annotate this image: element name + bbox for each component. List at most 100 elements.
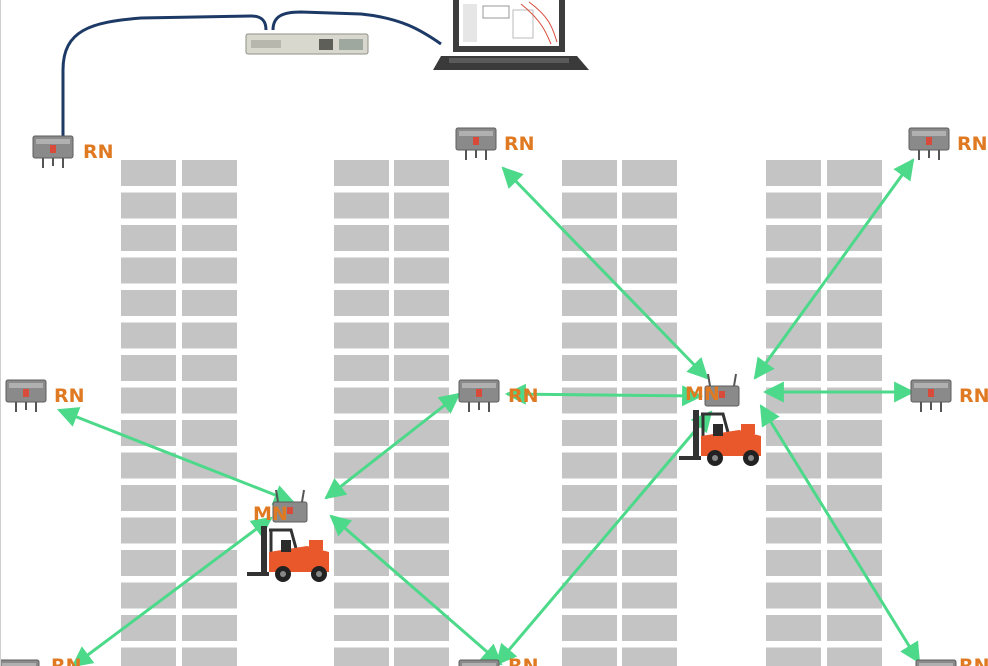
shelf-cell — [622, 290, 677, 316]
shelf-cell — [766, 160, 821, 186]
shelf-cell — [622, 257, 677, 284]
shelf-cell — [121, 420, 176, 446]
shelf-cell — [394, 322, 449, 349]
mobile-node: MN — [677, 372, 763, 468]
wireless-anchor-icon — [1, 659, 40, 666]
wireless-anchor-icon — [455, 127, 497, 161]
shelf-cell — [562, 257, 617, 284]
shelf-cell — [121, 550, 176, 576]
shelf-cell — [622, 517, 677, 544]
shelf-cell — [394, 517, 449, 544]
shelf-cell — [562, 387, 617, 414]
signal-link — [324, 392, 461, 500]
shelf-cell — [182, 192, 237, 219]
reference-node: RN — [908, 127, 988, 161]
shelf-cell — [394, 257, 449, 284]
signal-link — [329, 514, 503, 666]
shelf-cell — [562, 647, 617, 666]
shelf-cell — [562, 485, 617, 511]
shelf-cell — [334, 647, 389, 666]
shelf-cell — [121, 160, 176, 186]
shelf-cell — [622, 550, 677, 576]
shelf-cell — [766, 517, 821, 544]
reference-node-label: RN — [959, 655, 988, 666]
shelf-cell — [562, 582, 617, 609]
shelf-cell — [622, 452, 677, 479]
shelf-cell — [182, 225, 237, 251]
shelf-cell — [766, 257, 821, 284]
shelf-cell — [394, 485, 449, 511]
shelf-cell — [182, 517, 237, 544]
shelf-cell — [394, 355, 449, 381]
shelf-cell — [766, 290, 821, 316]
laptop-icon — [433, 0, 589, 70]
shelf-cell — [121, 322, 176, 349]
shelf-cell — [334, 160, 389, 186]
shelf-cell — [121, 290, 176, 316]
shelf-cell — [394, 550, 449, 576]
mobile-node-label: MN — [685, 383, 720, 405]
wireless-anchor-icon — [32, 135, 74, 169]
shelf-cell — [334, 550, 389, 576]
network-cables — [61, 10, 442, 138]
shelf-cell — [622, 647, 677, 666]
reference-node: RN — [455, 127, 535, 161]
shelf-cell — [121, 257, 176, 284]
shelf-cell — [121, 355, 176, 381]
reference-node-label: RN — [508, 655, 539, 666]
signal-link — [71, 516, 273, 666]
signal-link — [501, 166, 709, 380]
shelf-cell — [562, 290, 617, 316]
shelf-cell — [562, 160, 617, 186]
shelf-cell — [182, 160, 237, 186]
shelf-cell — [827, 160, 882, 186]
shelf-cell — [334, 192, 389, 219]
shelf-cell — [334, 355, 389, 381]
shelf-cell — [622, 225, 677, 251]
shelf-cell — [121, 192, 176, 219]
shelf-cell — [394, 192, 449, 219]
shelf-cell — [766, 355, 821, 381]
reference-node-label: RN — [54, 385, 85, 407]
shelf-cell — [334, 485, 389, 511]
shelf-cell — [334, 517, 389, 544]
shelf-cell — [182, 257, 237, 284]
wireless-anchor-icon — [5, 379, 47, 413]
shelf-cell — [182, 452, 237, 479]
shelf-cell — [394, 615, 449, 641]
reference-node-label: RN — [957, 133, 988, 155]
shelf-cell — [182, 647, 237, 666]
reference-node: RN — [910, 379, 988, 413]
mobile-node: MN — [245, 488, 331, 584]
shelf-cell — [121, 225, 176, 251]
wireless-anchor-icon — [910, 379, 952, 413]
shelf-cell — [121, 485, 176, 511]
shelf-cell — [334, 387, 389, 414]
shelf-cell — [394, 647, 449, 666]
shelf-cell — [121, 517, 176, 544]
shelf-cell — [827, 420, 882, 446]
shelf-cell — [766, 647, 821, 666]
shelf-cell — [827, 615, 882, 641]
shelf-cell — [182, 290, 237, 316]
gateway-switch — [245, 33, 369, 55]
wireless-anchor-icon — [908, 127, 950, 161]
shelf-cell — [182, 387, 237, 414]
signal-links — [57, 158, 921, 666]
shelf-cell — [622, 160, 677, 186]
shelf-cell — [121, 615, 176, 641]
shelf-racks — [121, 160, 882, 666]
shelf-cell — [182, 485, 237, 511]
reference-node-label: RN — [504, 133, 535, 155]
shelf-cell — [562, 452, 617, 479]
signal-link — [57, 407, 295, 505]
shelf-cell — [182, 322, 237, 349]
shelf-cell — [394, 452, 449, 479]
shelf-cell — [394, 160, 449, 186]
shelf-cell — [334, 225, 389, 251]
reference-node-label: RN — [51, 655, 82, 666]
shelf-cell — [182, 582, 237, 609]
shelf-cell — [334, 420, 389, 446]
shelf-cell — [827, 290, 882, 316]
